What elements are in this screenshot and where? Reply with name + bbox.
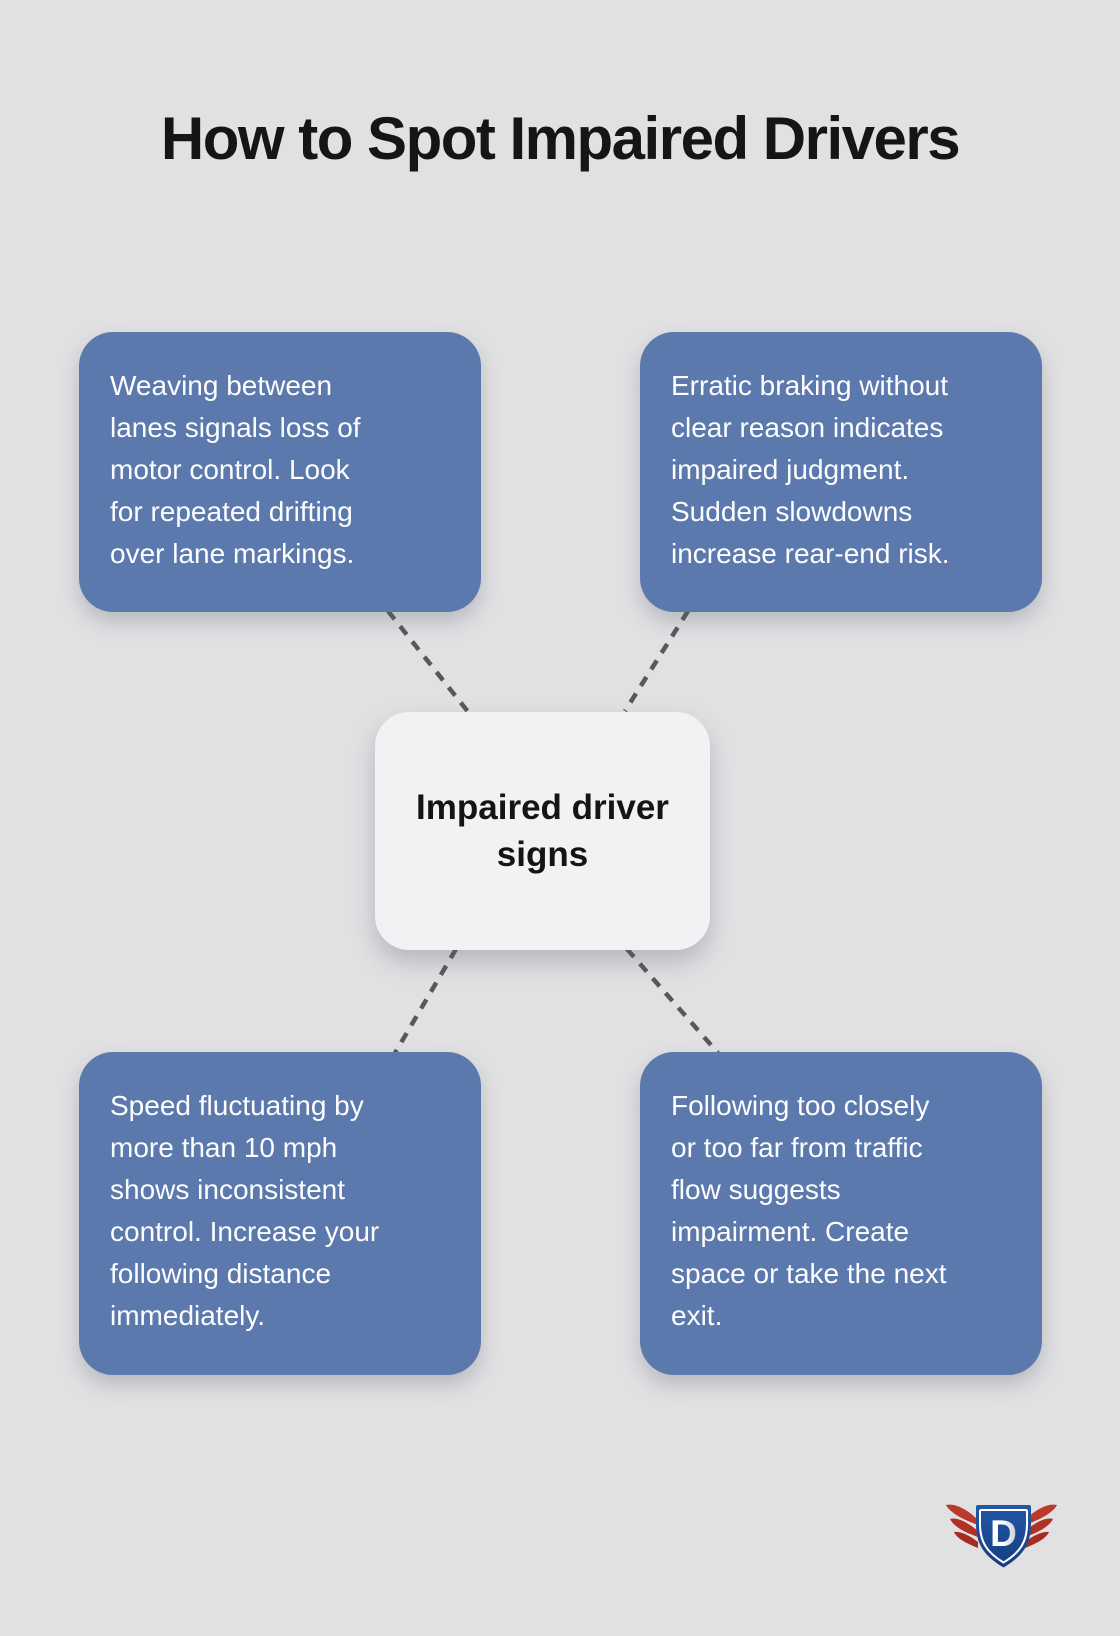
logo-letter: D <box>990 1513 1017 1554</box>
page-title: How to Spot Impaired Drivers <box>160 105 961 172</box>
connector-top-right <box>623 609 690 713</box>
sign-card-braking: Erratic braking without clear reason ind… <box>640 332 1042 612</box>
center-node: Impaired driver signs <box>375 712 710 950</box>
logo-wing-right-icon <box>1025 1504 1057 1548</box>
logo-shield-icon: D <box>976 1505 1031 1568</box>
sign-card-following: Following too closely or too far from tr… <box>640 1052 1042 1375</box>
connector-top-left <box>386 609 471 715</box>
brand-logo: D <box>946 1504 1057 1568</box>
sign-card-weaving: Weaving between lanes signals loss of mo… <box>79 332 481 612</box>
connector-bottom-right <box>625 947 720 1055</box>
sign-card-speed: Speed fluctuating by more than 10 mph sh… <box>79 1052 481 1375</box>
connector-bottom-left <box>393 947 458 1055</box>
logo-wing-left-icon <box>946 1504 978 1548</box>
